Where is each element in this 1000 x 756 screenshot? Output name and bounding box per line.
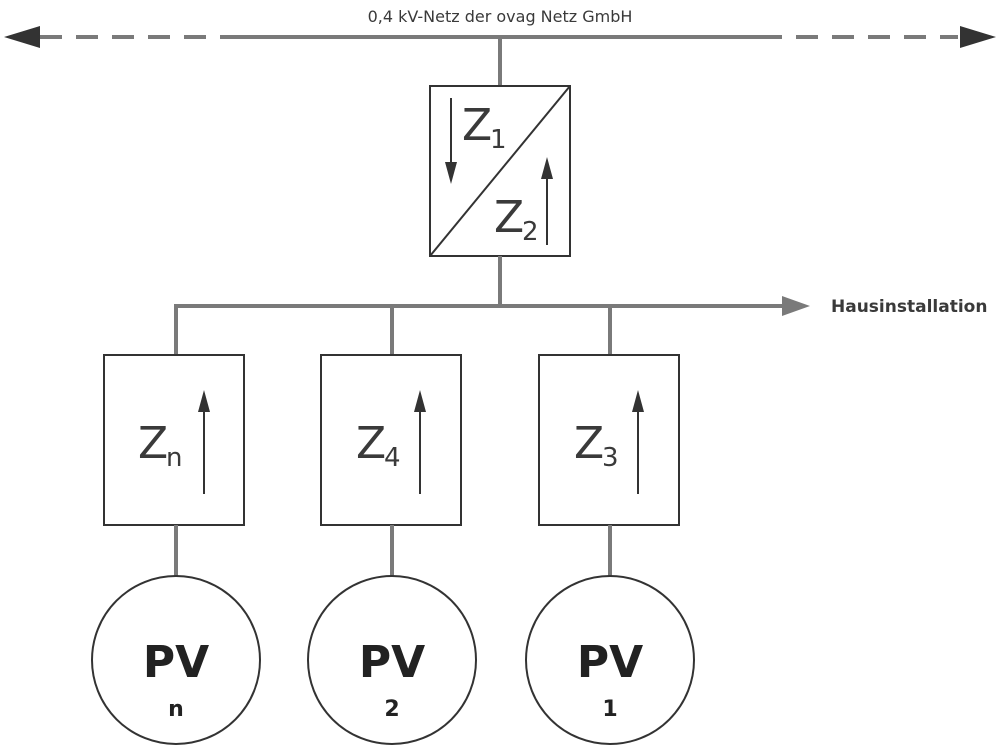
pv-unit-2: PV 2 <box>307 575 477 745</box>
meter-z3-subscript: 3 <box>602 443 619 473</box>
pv-1-label: PV <box>577 637 643 688</box>
meter-z4-arrow-icon <box>414 390 426 494</box>
consumption-arrow-icon <box>445 98 457 184</box>
house-arrow-icon <box>782 296 810 316</box>
pv-unit-1: PV 1 <box>525 575 695 745</box>
meter-zn: Z n <box>103 354 245 526</box>
pv-1-subscript: 1 <box>602 697 617 722</box>
meter-z1-symbol: Z <box>462 100 492 151</box>
pv-n-subscript: n <box>168 697 184 722</box>
house-label: Hausinstallation <box>831 297 987 317</box>
meter-z1-subscript: 1 <box>490 125 507 155</box>
meter-z3: Z 3 <box>538 354 680 526</box>
meter-z4-subscript: 4 <box>384 443 401 473</box>
meter-z3-symbol: Z <box>574 418 604 469</box>
pv-2-subscript: 2 <box>384 697 399 722</box>
meter-zn-symbol: Z <box>138 418 168 469</box>
meter-z4: Z 4 <box>320 354 462 526</box>
pv-2-label: PV <box>359 637 425 688</box>
feed-in-arrow-icon <box>541 157 553 245</box>
meter-z2-symbol: Z <box>494 192 524 243</box>
main-meter: Z 1 Z 2 <box>429 85 571 257</box>
grid-arrow-right-icon <box>960 26 996 48</box>
meter-zn-arrow-icon <box>198 390 210 494</box>
grid-arrow-left-icon <box>4 26 40 48</box>
meter-z3-arrow-icon <box>632 390 644 494</box>
meter-zn-subscript: n <box>166 443 182 473</box>
meter-z4-symbol: Z <box>356 418 386 469</box>
pv-n-label: PV <box>143 637 209 688</box>
pv-unit-n: PV n <box>91 575 261 745</box>
meter-z2-subscript: 2 <box>522 217 539 247</box>
grid-label: 0,4 kV-Netz der ovag Netz GmbH <box>368 7 633 26</box>
